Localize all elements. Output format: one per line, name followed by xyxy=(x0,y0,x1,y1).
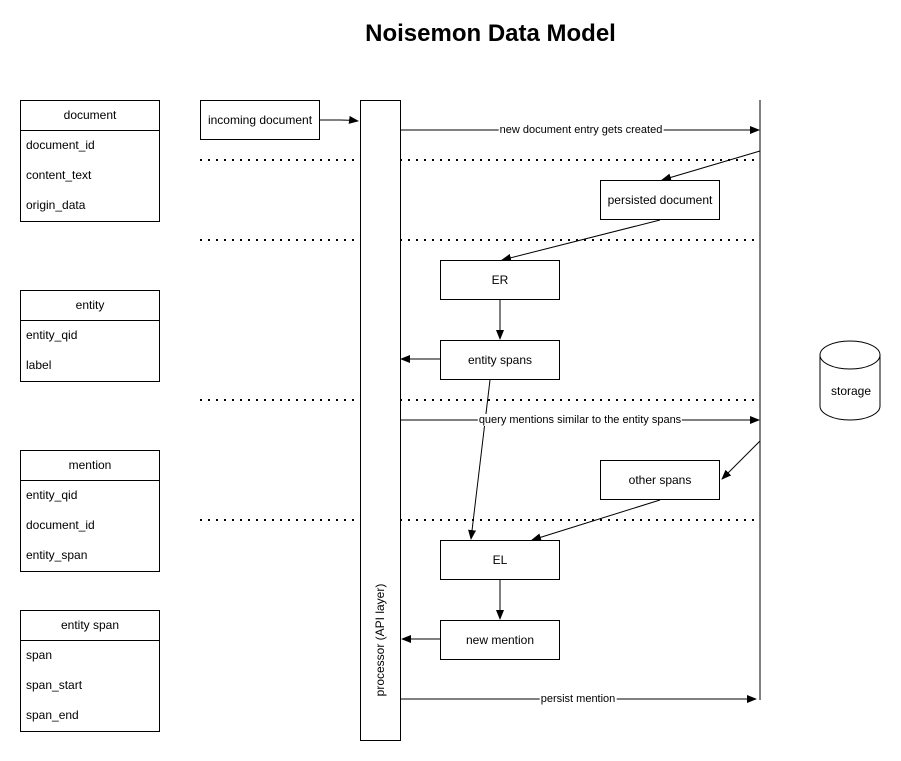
table-header: entity xyxy=(21,291,159,321)
processor-label: processor (API layer) xyxy=(373,583,387,697)
table-field: document_id xyxy=(26,138,95,152)
edge-label-persist-mention: persist mention xyxy=(539,693,617,705)
storage-cylinder xyxy=(819,340,881,421)
table-field: label xyxy=(26,358,52,372)
table-field: entity_qid xyxy=(26,328,78,342)
table-header: mention xyxy=(21,451,159,481)
entity-table-entity: entity entity_qid label xyxy=(20,290,160,382)
box-label: other spans xyxy=(628,473,692,487)
incoming-document-box: incoming document xyxy=(200,100,320,140)
box-label: new mention xyxy=(465,633,535,647)
arrow-incoming-to-processor xyxy=(320,115,359,124)
box-label: persisted document xyxy=(607,193,713,207)
arrow-storage-to-persisted xyxy=(661,150,761,182)
arrow-persisted-to-er xyxy=(501,219,661,262)
box-label: entity spans xyxy=(467,353,533,367)
arrow-other-spans-to-el xyxy=(531,499,661,542)
other-spans-box: other spans xyxy=(600,460,720,500)
table-field: origin_data xyxy=(26,198,86,212)
edge-label-query-mentions: query mentions similar to the entity spa… xyxy=(477,414,683,426)
new-mention-box: new mention xyxy=(440,620,560,660)
box-label: incoming document xyxy=(207,113,313,127)
table-field: entity_span xyxy=(26,548,88,562)
entity-table-entity-span: entity span span span_start span_end xyxy=(20,610,160,732)
el-box: EL xyxy=(440,540,560,580)
table-field: document_id xyxy=(26,518,95,532)
box-label: EL xyxy=(492,553,508,567)
table-header: entity span xyxy=(21,611,159,641)
entity-table-document: document document_id content_text origin… xyxy=(20,100,160,222)
box-label: ER xyxy=(491,273,509,287)
table-field: content_text xyxy=(26,168,92,182)
arrow-storage-to-other-spans xyxy=(721,440,761,480)
er-box: ER xyxy=(440,260,560,300)
table-field: entity_qid xyxy=(26,488,78,502)
edge-label-new-document: new document entry gets created xyxy=(498,124,664,136)
processor-lifeline xyxy=(360,100,401,741)
table-field: span_end xyxy=(26,708,79,722)
table-field: span xyxy=(26,648,53,662)
table-header: document xyxy=(21,101,159,131)
storage-label: storage xyxy=(830,384,872,398)
table-field: span_start xyxy=(26,678,83,692)
entity-table-mention: mention entity_qid document_id entity_sp… xyxy=(20,450,160,572)
persisted-document-box: persisted document xyxy=(600,180,720,220)
diagram-title: Noisemon Data Model xyxy=(365,20,616,47)
entity-spans-box: entity spans xyxy=(440,340,560,380)
arrow-entity-spans-to-el xyxy=(468,379,491,540)
